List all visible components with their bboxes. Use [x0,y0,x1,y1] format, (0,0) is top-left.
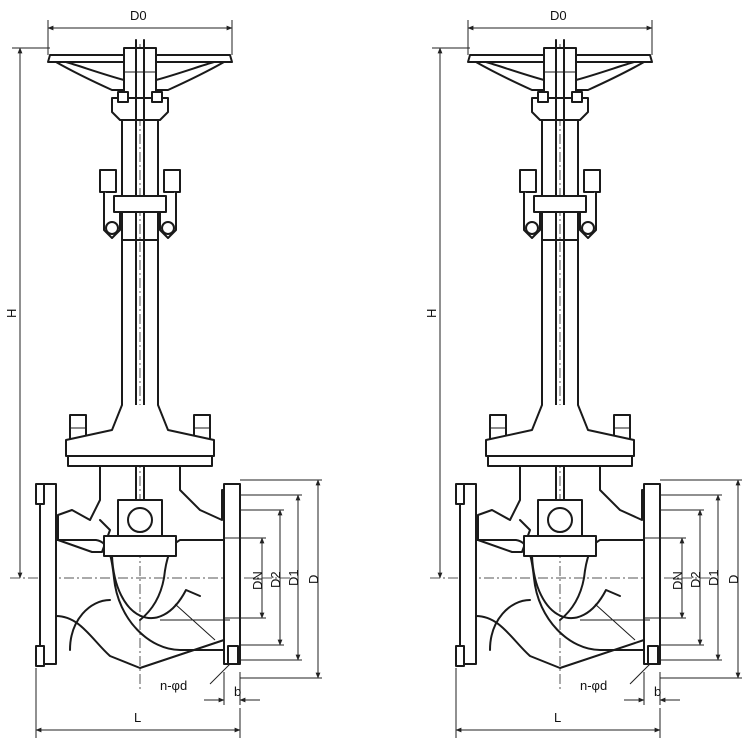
label-d2: D2 [268,571,283,588]
label-h: H [424,309,439,318]
label-bolt-holes: n-φd [580,678,607,693]
valve-view-right: D0 H DN D2 D1 D n-φd b L [424,8,742,738]
label-bolt-holes: n-φd [160,678,187,693]
label-b: b [234,684,241,699]
label-dn: DN [670,571,685,590]
label-h: H [4,309,19,318]
label-dn: DN [250,571,265,590]
label-d2: D2 [688,571,703,588]
valve-view-left: D0 H DN D2 D1 D n-φd b L [4,8,322,738]
label-l: L [134,710,141,725]
label-d0: D0 [550,8,567,23]
label-d1: D1 [286,569,301,586]
label-d: D [306,575,321,584]
label-d0: D0 [130,8,147,23]
label-l: L [554,710,561,725]
label-d1: D1 [706,569,721,586]
label-b: b [654,684,661,699]
label-d: D [726,575,741,584]
